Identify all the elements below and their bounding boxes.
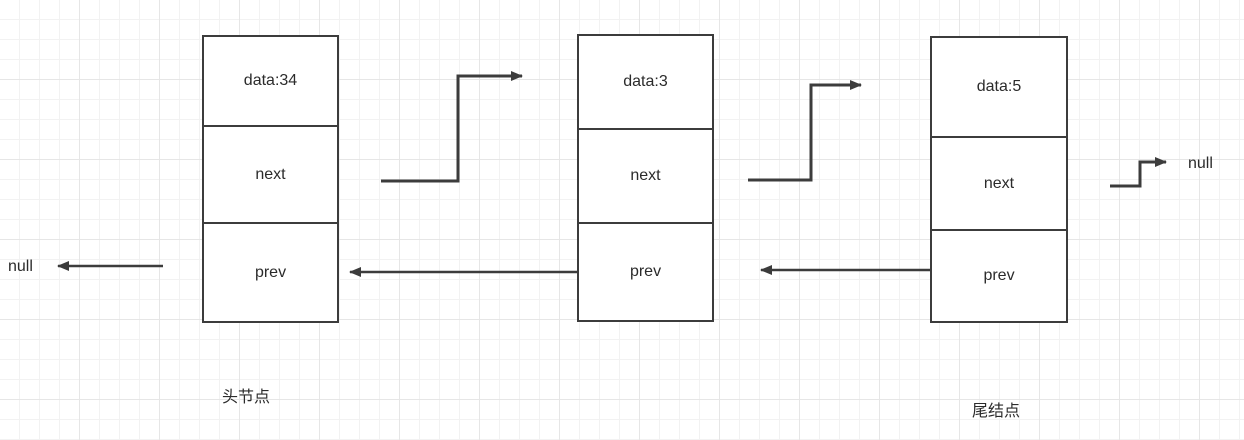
- node-3-prev-cell: prev: [932, 231, 1066, 321]
- node-1-prev-cell: prev: [204, 224, 337, 321]
- null-label-left: null: [8, 258, 33, 275]
- list-node-1[interactable]: data:34 next prev: [202, 35, 339, 323]
- node-2-next-label: next: [630, 167, 661, 184]
- list-node-3[interactable]: data:5 next prev: [930, 36, 1068, 323]
- connector-next-3-to-null: [1110, 157, 1167, 188]
- node-2-data-cell: data:3: [579, 36, 712, 130]
- node-1-data-label: data:34: [243, 72, 298, 89]
- node-2-data-label: data:3: [623, 73, 668, 90]
- node-2-next-cell: next: [579, 130, 712, 224]
- node-3-next-cell: next: [932, 138, 1066, 231]
- node-1-next-cell: next: [204, 127, 337, 224]
- node-3-data-cell: data:5: [932, 38, 1066, 138]
- node-3-prev-label: prev: [983, 267, 1015, 284]
- connector-next-2-to-3: [748, 80, 862, 182]
- connector-next-1-to-2: [381, 71, 523, 183]
- node-3-data-label: data:5: [976, 78, 1022, 95]
- null-label-right: null: [1188, 155, 1213, 172]
- list-node-2[interactable]: data:3 next prev: [577, 34, 714, 322]
- node-1-prev-label: prev: [254, 263, 287, 281]
- node-3-next-label: next: [983, 174, 1015, 192]
- node-2-prev-cell: prev: [579, 224, 712, 320]
- node-2-prev-label: prev: [629, 263, 662, 280]
- caption-head-node: 头节点: [222, 389, 271, 406]
- node-1-data-cell: data:34: [204, 37, 337, 127]
- node-1-next-label: next: [255, 165, 286, 183]
- caption-tail-node: 尾结点: [972, 403, 1021, 420]
